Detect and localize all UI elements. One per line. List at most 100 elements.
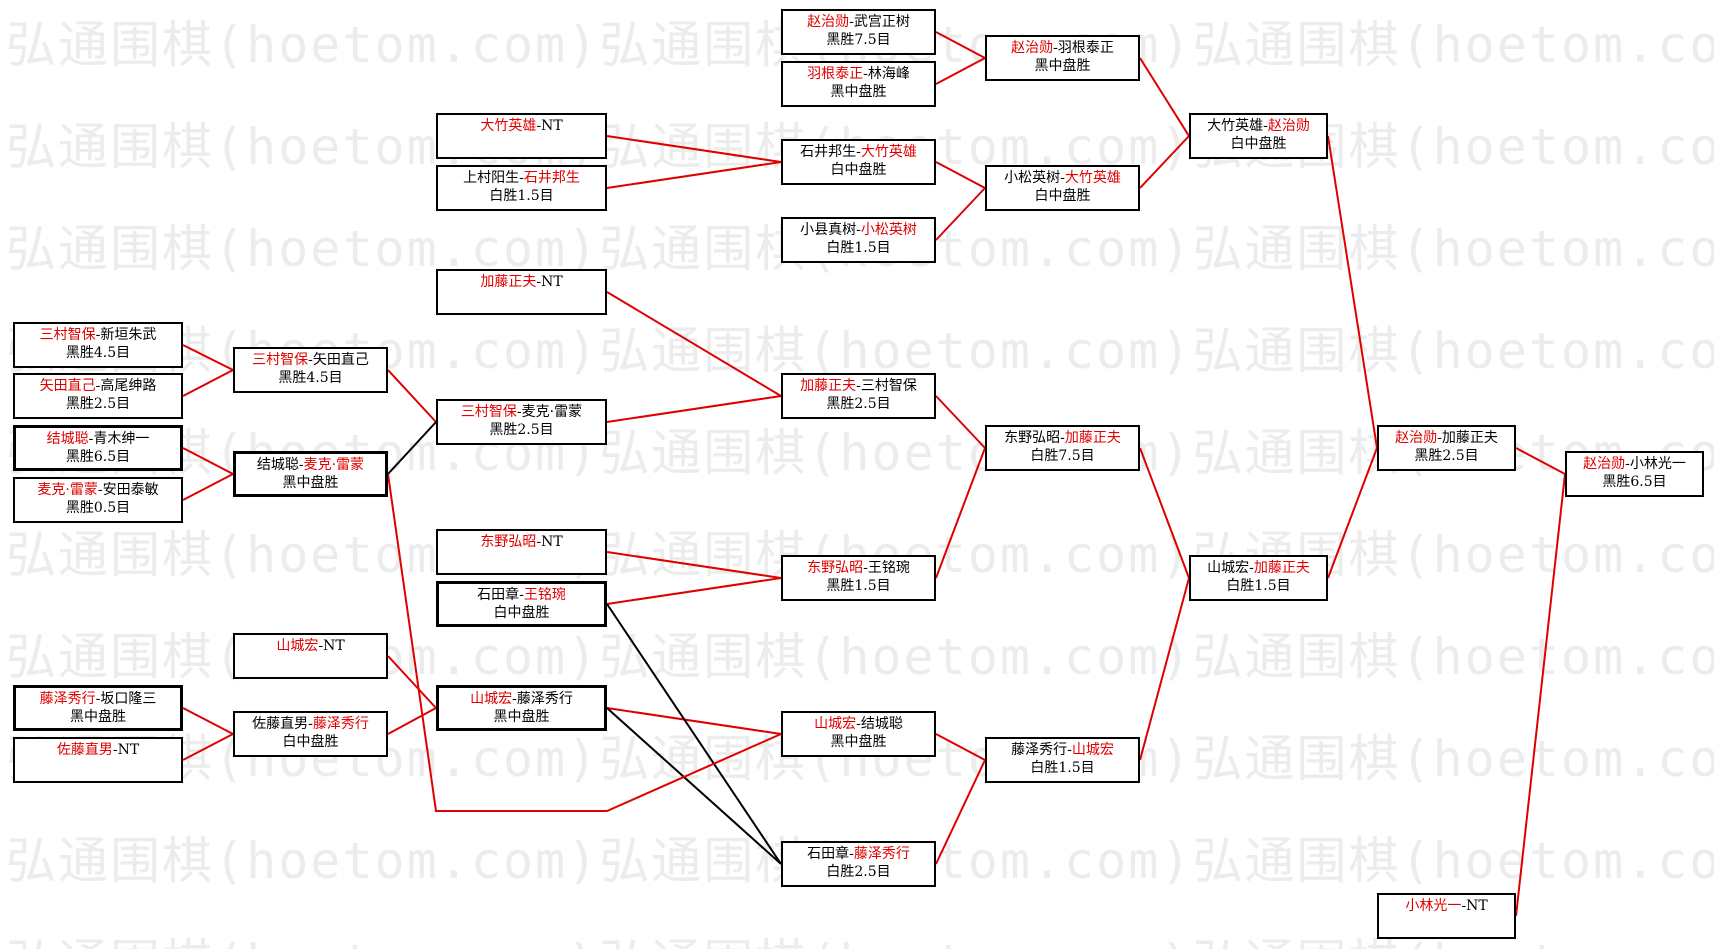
match-players: 麦克·雷蒙-安田泰敏 xyxy=(15,481,181,499)
match-box: 佐藤直男-藤泽秀行白中盘胜 xyxy=(233,711,388,757)
bracket-connector xyxy=(935,187,986,241)
match-box: 三村智保-矢田直己黑胜4.5目 xyxy=(233,347,388,393)
player-one: 小松英树 xyxy=(1004,170,1061,186)
player-two: 大竹英雄 xyxy=(860,144,917,160)
player-one: 东野弘昭 xyxy=(1004,430,1061,446)
player-two: 加藤正夫 xyxy=(1064,430,1121,446)
player-two: 赵治勋 xyxy=(1267,118,1310,134)
separator: - xyxy=(856,144,861,160)
match-players: 三村智保-矢田直己 xyxy=(235,351,386,369)
player-one: 加藤正夫 xyxy=(480,274,537,290)
player-one: 加藤正夫 xyxy=(800,378,857,394)
player-two: 小林光一 xyxy=(1629,456,1686,472)
match-result: 黑胜2.5目 xyxy=(1414,448,1479,464)
match-players: 大竹英雄-NT xyxy=(438,117,605,135)
separator: - xyxy=(519,170,524,186)
bracket-connector xyxy=(1139,577,1190,761)
match-box: 石田章-王铭琬白中盘胜 xyxy=(436,581,607,627)
player-two: 坂口隆三 xyxy=(100,691,157,707)
bracket-connector xyxy=(606,551,782,579)
match-players: 东野弘昭-王铭琬 xyxy=(783,559,934,577)
player-one: 结城聪 xyxy=(256,457,299,473)
player-one: 矢田直己 xyxy=(39,378,96,394)
player-one: 石田章 xyxy=(477,587,520,603)
match-box: 加藤正夫-三村智保黑胜2.5目 xyxy=(781,373,936,419)
match-result: 黑胜4.5目 xyxy=(65,345,131,361)
match-players: 赵治勋-小林光一 xyxy=(1567,455,1702,473)
player-two: 石井邦生 xyxy=(523,170,580,186)
match-box: 赵治勋-羽根泰正黑中盘胜 xyxy=(985,35,1140,81)
match-box: 三村智保-新垣朱武黑胜4.5目 xyxy=(13,322,183,368)
separator: - xyxy=(516,404,522,420)
match-result: 黑胜6.5目 xyxy=(65,449,131,465)
player-one: 大竹英雄 xyxy=(480,118,537,134)
match-result: 黑中盘胜 xyxy=(493,709,550,725)
match-box: 赵治勋-武宫正树黑胜7.5目 xyxy=(781,9,936,55)
match-players: 山城宏-结城聪 xyxy=(783,715,934,733)
match-players: 东野弘昭-加藤正夫 xyxy=(987,429,1138,447)
bracket-connector xyxy=(1327,447,1378,579)
separator: - xyxy=(863,66,868,82)
player-two: 青木绅一 xyxy=(93,431,150,447)
match-players: 山城宏-NT xyxy=(235,637,386,655)
match-result: 黑胜4.5目 xyxy=(278,370,343,386)
separator: - xyxy=(856,716,861,732)
separator: - xyxy=(1461,898,1467,914)
bracket-connector xyxy=(1515,447,1566,475)
player-two: 大竹英雄 xyxy=(1064,170,1121,186)
separator: - xyxy=(856,222,861,238)
bracket-connector xyxy=(606,707,782,735)
match-box: 赵治勋-加藤正夫黑胜2.5目 xyxy=(1377,425,1516,471)
match-players: 三村智保-麦克·雷蒙 xyxy=(438,403,605,421)
match-result: 黑胜7.5目 xyxy=(826,32,891,48)
separator: - xyxy=(849,14,854,30)
bracket-connector xyxy=(387,473,782,812)
separator: - xyxy=(512,691,517,707)
separator: - xyxy=(1060,170,1065,186)
separator: - xyxy=(536,274,542,290)
match-players: 石田章-王铭琬 xyxy=(439,586,604,604)
player-two: 藤泽秀行 xyxy=(312,716,369,732)
bracket-connector xyxy=(935,447,986,579)
match-box: 东野弘昭-加藤正夫白胜7.5目 xyxy=(985,425,1140,471)
match-players: 佐藤直男-NT xyxy=(15,741,181,759)
player-one: 佐藤直男 xyxy=(56,742,113,758)
player-two: 加藤正夫 xyxy=(1441,430,1498,446)
player-two: 藤泽秀行 xyxy=(516,691,573,707)
match-players: 赵治勋-羽根泰正 xyxy=(987,39,1138,57)
match-players: 山城宏-加藤正夫 xyxy=(1191,559,1326,577)
match-players: 小县真树-小松英树 xyxy=(783,221,934,239)
match-players: 藤泽秀行-山城宏 xyxy=(987,741,1138,759)
match-box: 小林光一-NT xyxy=(1377,893,1516,939)
bracket-connector xyxy=(387,369,437,423)
player-two: 武宫正树 xyxy=(853,14,910,30)
match-result: 黑胜2.5目 xyxy=(489,422,554,438)
player-two: 麦克·雷蒙 xyxy=(521,404,583,420)
separator: - xyxy=(536,118,542,134)
match-box: 羽根泰正-林海峰黑中盘胜 xyxy=(781,61,936,107)
bracket-connector xyxy=(1327,135,1378,449)
player-two: 高尾绅路 xyxy=(100,378,157,394)
bracket-connector xyxy=(935,759,986,865)
match-result: 白胜7.5目 xyxy=(1030,448,1095,464)
match-players: 三村智保-新垣朱武 xyxy=(15,326,181,344)
player-one: 大竹英雄 xyxy=(1207,118,1264,134)
match-players: 矢田直己-高尾绅路 xyxy=(15,377,181,395)
match-result: 黑中盘胜 xyxy=(830,84,887,100)
player-two: 王铭琬 xyxy=(867,560,910,576)
match-box: 结城聪-青木绅一黑胜6.5目 xyxy=(13,425,183,471)
match-result: 白胜1.5目 xyxy=(826,240,891,256)
match-result: 黑胜2.5目 xyxy=(826,396,891,412)
match-players: 小林光一-NT xyxy=(1379,897,1514,915)
match-result: 白胜2.5目 xyxy=(826,864,891,880)
match-box: 加藤正夫-NT xyxy=(436,269,607,315)
bracket-connector xyxy=(606,577,782,605)
player-two: 林海峰 xyxy=(867,66,910,82)
match-result: 白中盘胜 xyxy=(493,605,550,621)
match-box: 山城宏-藤泽秀行黑中盘胜 xyxy=(436,685,607,731)
separator: - xyxy=(519,587,524,603)
player-one: 藤泽秀行 xyxy=(1011,742,1068,758)
match-box: 石田章-藤泽秀行白胜2.5目 xyxy=(781,841,936,887)
bracket-connector xyxy=(182,707,234,735)
